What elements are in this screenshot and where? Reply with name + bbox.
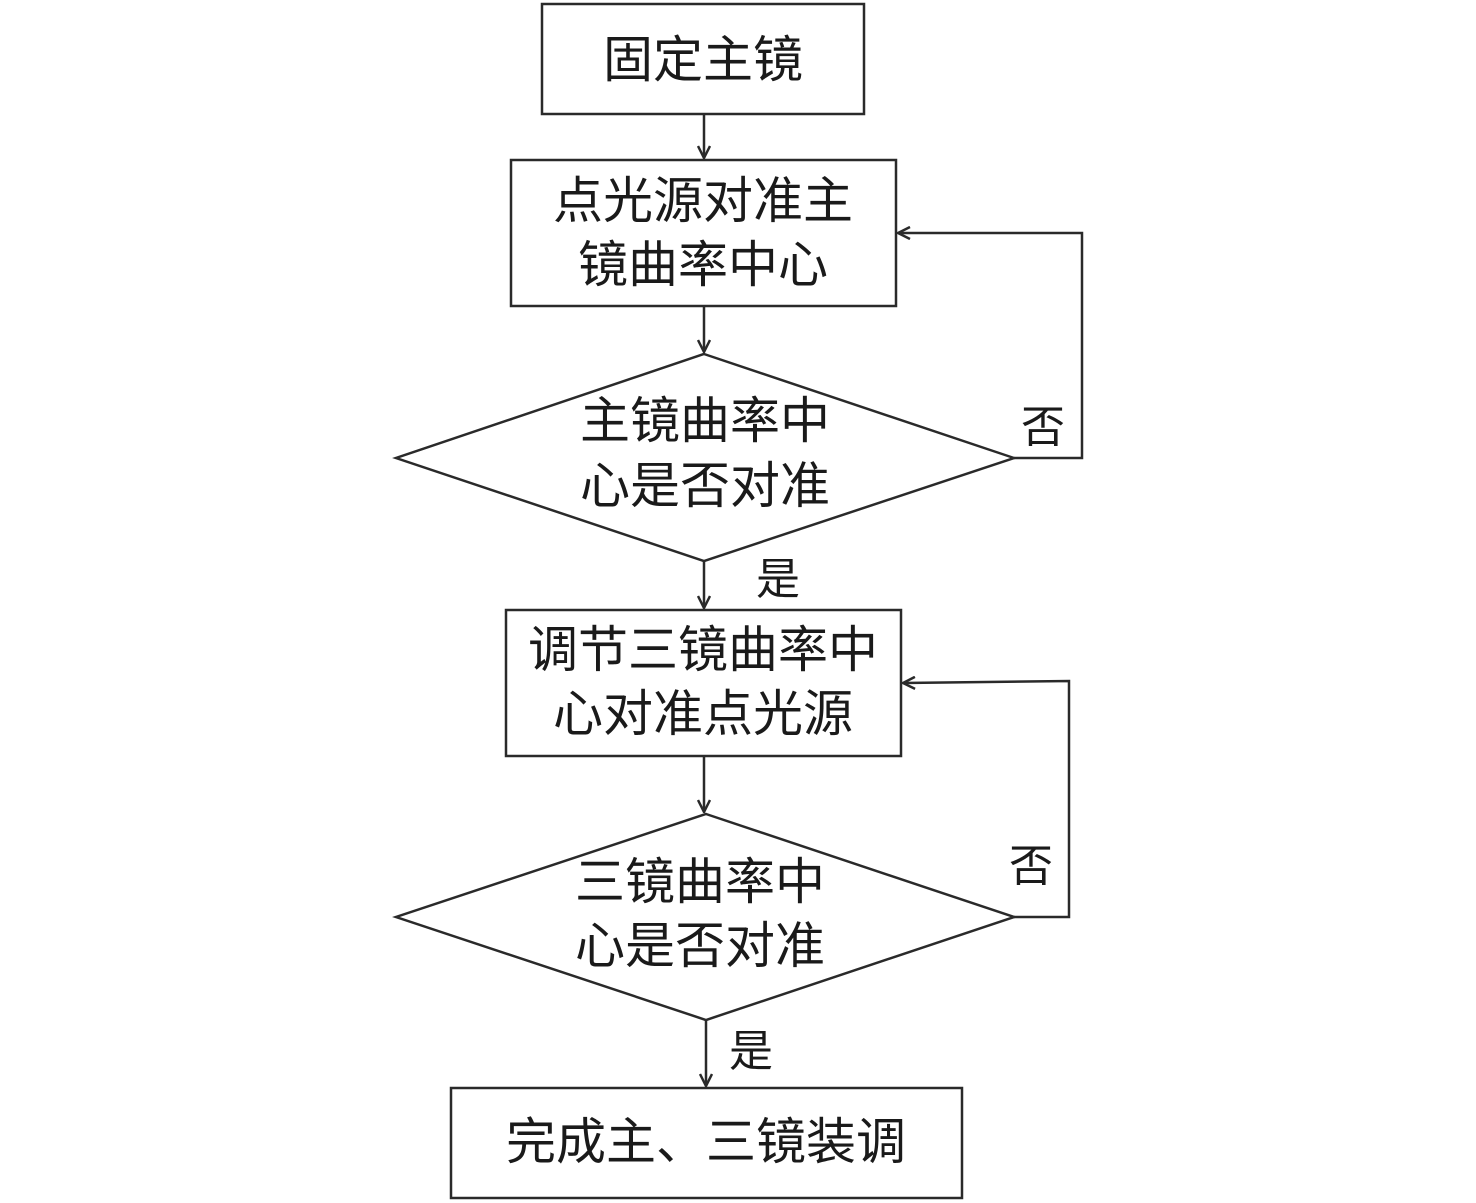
node-label-line-1: 点光源对准主 [553,172,853,230]
node-label: 完成主、三镜装调 [506,1113,906,1171]
node-label: 固定主镜 [603,31,803,89]
edge-label-n3-n4: 是 [756,554,800,605]
edge-label-n5-n4: 否 [1009,841,1053,892]
process-box [509,158,898,308]
node-label-line-1: 主镜曲率中 [580,392,830,450]
node-label-line-2: 镜曲率中心 [578,236,828,294]
node-label-line-1: 三镜曲率中 [575,853,825,911]
process-box [504,608,903,758]
decision-diamond [392,352,1018,563]
node-label-line-2: 心是否对准 [575,917,825,975]
node-primary-aligned-decision: 主镜曲率中 心是否对准 [392,352,1018,563]
node-label-line-1: 调节三镜曲率中 [528,621,878,679]
node-fix-primary-mirror: 固定主镜 [540,2,866,116]
decision-diamond [392,812,1018,1022]
edge-label-n5-n6: 是 [729,1026,773,1077]
edge-n3-n2 [898,233,1084,460]
node-tertiary-aligned-decision: 三镜曲率中 心是否对准 [392,812,1018,1022]
edges [704,114,1084,1086]
edge-n5-n4 [903,681,1071,919]
node-adjust-tertiary-mirror: 调节三镜曲率中 心对准点光源 [504,608,903,758]
process-box [449,1086,964,1200]
edge-label-n3-n2: 否 [1021,402,1065,453]
node-finish-alignment: 完成主、三镜装调 [449,1086,964,1200]
process-box [540,2,866,116]
node-label-line-2: 心是否对准 [580,457,830,515]
edge-labels: 否 是 否 是 [729,402,1065,1077]
node-align-point-source: 点光源对准主 镜曲率中心 [509,158,898,308]
node-label-line-2: 心对准点光源 [553,685,853,743]
